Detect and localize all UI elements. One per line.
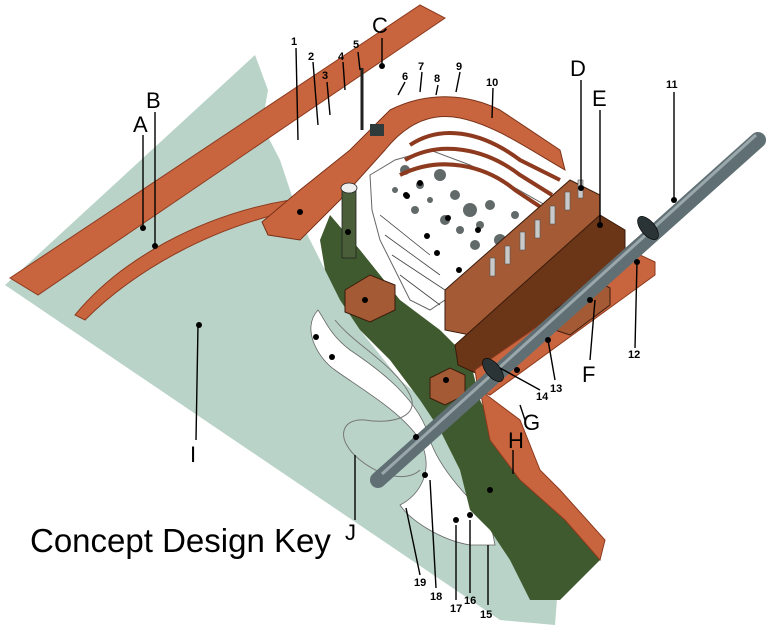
river-channel — [310, 309, 496, 546]
label-8: 8 — [434, 73, 440, 85]
label-14: 14 — [536, 391, 549, 403]
pipe-flanges — [482, 216, 659, 382]
label-c: C — [372, 13, 388, 38]
label-i: I — [190, 442, 196, 467]
label-d: D — [570, 56, 586, 81]
ground-strip-h — [479, 388, 606, 562]
label-b: B — [146, 88, 161, 113]
pipeline-highlight — [380, 133, 758, 476]
block-left — [344, 274, 396, 323]
terrace-step — [370, 124, 384, 136]
terrace-band-a — [9, 4, 446, 296]
label-3: 3 — [322, 70, 328, 82]
label-17: 17 — [450, 603, 462, 615]
number-labels: 1 2 3 4 5 6 7 8 9 10 11 12 13 14 15 16 1… — [291, 36, 678, 621]
label-12: 12 — [628, 349, 640, 361]
callout-lines — [142, 38, 675, 605]
pipeline — [370, 132, 766, 488]
label-5: 5 — [353, 39, 359, 51]
label-f: F — [582, 362, 595, 387]
numbered-leaders — [295, 47, 494, 141]
curved-terrace — [261, 96, 566, 241]
label-10: 10 — [486, 77, 498, 89]
label-9: 9 — [456, 61, 462, 73]
label-2: 2 — [308, 51, 314, 63]
marker-dots — [140, 63, 677, 523]
label-11: 11 — [666, 79, 678, 91]
label-e: E — [592, 86, 607, 111]
label-g: G — [523, 410, 540, 435]
label-h: H — [508, 428, 524, 453]
diagram-title: Concept Design Key — [30, 522, 331, 559]
column — [341, 187, 357, 259]
rubble-grid — [379, 214, 446, 306]
label-19: 19 — [414, 577, 426, 589]
label-16: 16 — [464, 595, 476, 607]
label-15: 15 — [480, 609, 492, 621]
label-6: 6 — [402, 71, 408, 83]
label-1: 1 — [291, 36, 297, 48]
label-18: 18 — [430, 591, 442, 603]
letter-labels: A B C D E F G H I J — [133, 13, 607, 545]
label-13: 13 — [550, 383, 562, 395]
terrace-rings — [399, 131, 561, 212]
column-top — [340, 182, 358, 194]
label-j: J — [345, 520, 356, 545]
label-a: A — [133, 112, 148, 137]
label-7: 7 — [418, 61, 424, 73]
label-4: 4 — [338, 51, 345, 63]
